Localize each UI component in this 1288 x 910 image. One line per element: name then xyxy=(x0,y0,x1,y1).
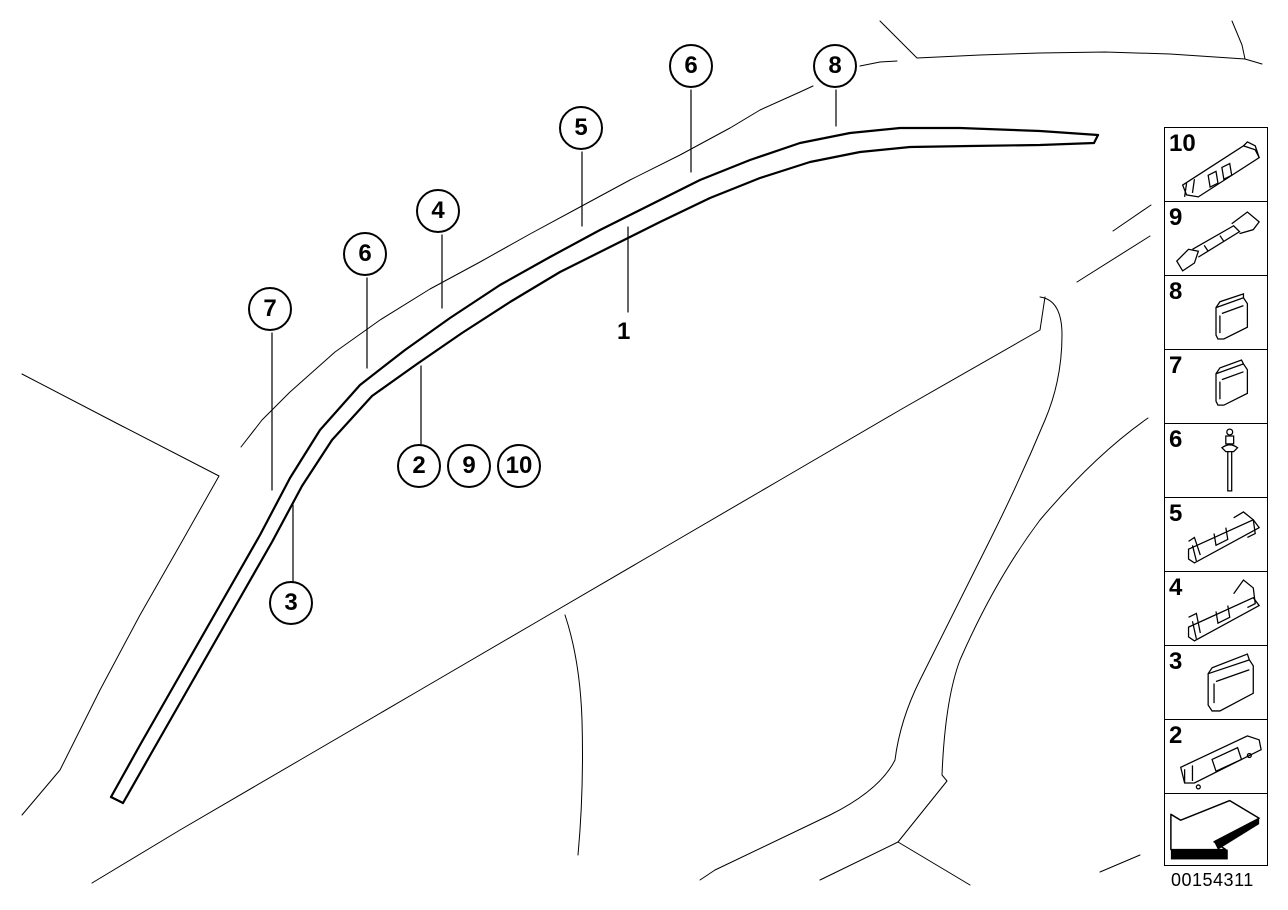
clip-9-icon xyxy=(1175,211,1261,272)
legend-item-7[interactable]: 7 xyxy=(1165,350,1267,424)
legend-item-3[interactable]: 3 xyxy=(1165,646,1267,720)
leader-lines xyxy=(271,89,837,582)
legend-number: 9 xyxy=(1169,204,1183,231)
legend-item-6[interactable]: 6 xyxy=(1165,424,1267,498)
legend-item-2[interactable]: 2 xyxy=(1165,720,1267,794)
callout-part-6[interactable]: 6 xyxy=(343,232,387,276)
legend-item-9[interactable]: 9 xyxy=(1165,202,1267,276)
clip-8-icon xyxy=(1215,292,1249,340)
legend-item-4[interactable]: 4 xyxy=(1165,572,1267,646)
legend-number: 10 xyxy=(1169,130,1196,157)
legend-number: 2 xyxy=(1169,722,1183,749)
legend-item-10[interactable]: 10 xyxy=(1165,128,1267,202)
legend-number: 3 xyxy=(1169,648,1183,675)
legend-item-8[interactable]: 8 xyxy=(1165,276,1267,350)
legend-item-5[interactable]: 5 xyxy=(1165,498,1267,572)
part-label-1[interactable]: 1 xyxy=(617,318,631,345)
callout-part-9[interactable]: 9 xyxy=(447,444,491,488)
parts-legend-panel: 10 9 8 xyxy=(1164,127,1268,866)
legend-number: 7 xyxy=(1169,352,1183,379)
callout-part-6[interactable]: 6 xyxy=(669,44,713,88)
clip-4-icon xyxy=(1187,579,1261,642)
callout-part-10[interactable]: 10 xyxy=(497,444,541,488)
legend-number: 6 xyxy=(1169,426,1183,453)
legend-item-back-arrow[interactable] xyxy=(1165,794,1267,867)
rivet-6-icon xyxy=(1220,428,1239,492)
callout-part-4[interactable]: 4 xyxy=(416,189,460,233)
clip-5-icon xyxy=(1187,511,1261,564)
callout-part-8[interactable]: 8 xyxy=(813,44,857,88)
callout-part-3[interactable]: 3 xyxy=(269,581,313,625)
callout-part-5[interactable]: 5 xyxy=(559,106,603,150)
diagram-id-label: 00154311 xyxy=(1171,870,1254,890)
callout-part-2[interactable]: 2 xyxy=(397,444,441,488)
clip-7-icon xyxy=(1215,359,1249,406)
legend-number: 5 xyxy=(1169,500,1183,527)
legend-number: 4 xyxy=(1169,574,1183,601)
car-body-outline xyxy=(21,20,1263,886)
trim-strip-part-1 xyxy=(109,126,1100,805)
clip-2-icon xyxy=(1179,735,1262,790)
legend-number: 8 xyxy=(1169,278,1183,305)
back-arrow-icon xyxy=(1170,799,1260,860)
clip-3-icon xyxy=(1207,653,1254,712)
clip-10-icon xyxy=(1181,141,1260,198)
callout-part-7[interactable]: 7 xyxy=(248,287,292,331)
